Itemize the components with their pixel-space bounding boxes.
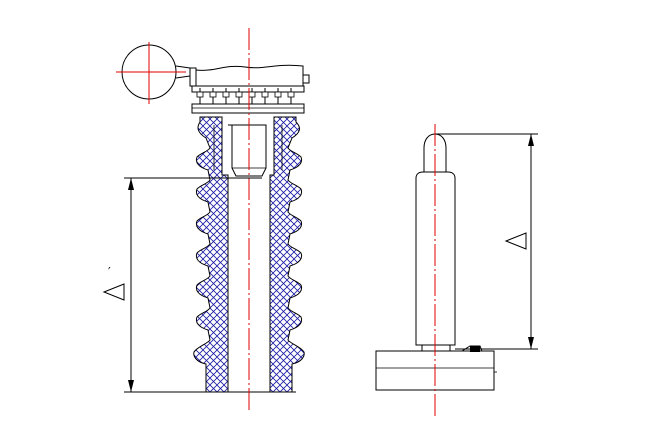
insulator-dimension: ′ bbox=[102, 177, 262, 392]
insulator-view: ′ bbox=[102, 28, 310, 412]
bolt bbox=[261, 88, 269, 104]
electrode-base bbox=[375, 345, 497, 391]
bolt bbox=[196, 88, 204, 104]
insulator-dimension-symbol: ′ bbox=[108, 265, 111, 279]
bolt bbox=[235, 88, 243, 104]
bolt bbox=[248, 88, 256, 104]
electrode-neck bbox=[421, 344, 451, 352]
insulator-dimension-triangle bbox=[102, 283, 125, 301]
bolt-row bbox=[196, 88, 295, 104]
right-shed-body bbox=[269, 116, 305, 393]
flange-plate bbox=[191, 103, 305, 114]
left-shed-body bbox=[193, 116, 229, 393]
electrode-dimension bbox=[436, 133, 538, 350]
electrode-view bbox=[375, 124, 538, 416]
electrode-dimension-triangle bbox=[504, 232, 527, 250]
bolt bbox=[222, 88, 230, 104]
bolt bbox=[287, 88, 295, 104]
ball-head bbox=[116, 42, 191, 104]
bolt bbox=[274, 88, 282, 104]
bolt bbox=[209, 88, 217, 104]
electrode-rod bbox=[415, 171, 456, 346]
